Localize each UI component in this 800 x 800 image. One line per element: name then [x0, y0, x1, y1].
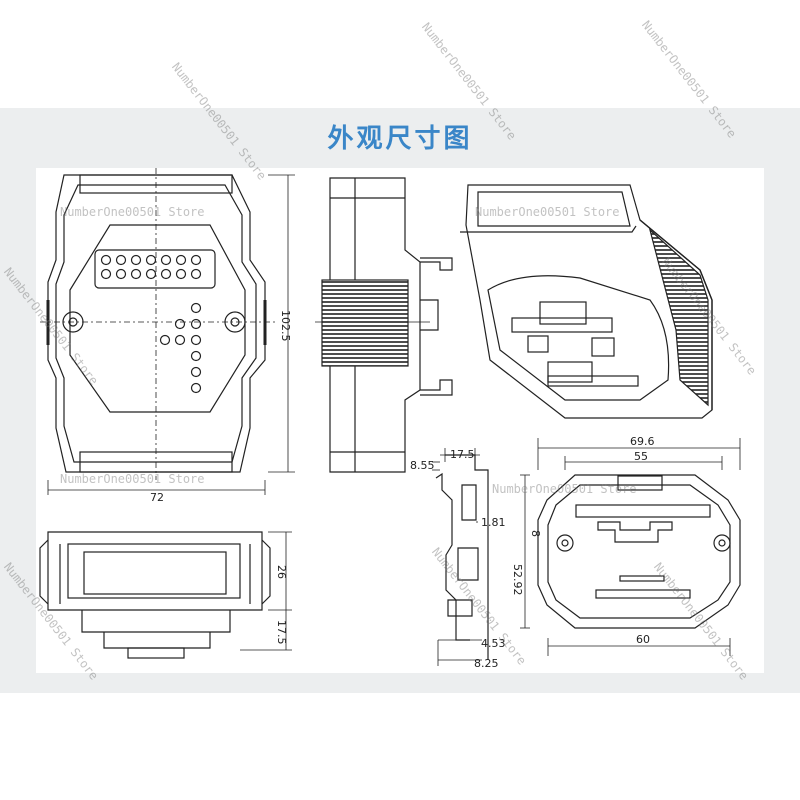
dim-rail-top: 17.5 — [450, 448, 475, 461]
rear-dimension-lines — [520, 438, 741, 656]
terminal-block — [100, 254, 202, 280]
dim-rear-height: 52.92 — [511, 564, 524, 596]
dim-rail-b2: 8.25 — [474, 657, 499, 670]
isometric-view — [460, 184, 713, 419]
dim-rear-bottom: 60 — [636, 633, 650, 646]
dim-rail-left: 8.55 — [410, 459, 435, 472]
front-view — [46, 174, 267, 473]
dim-front-height: 102.5 — [279, 310, 292, 342]
dim-rail-mid: 1.81 — [481, 516, 506, 529]
bottom-view — [39, 531, 271, 659]
watermark-text: NumberOne00501 Store — [60, 205, 205, 219]
rail-dimension-lines — [432, 448, 482, 666]
indicator-leds — [159, 302, 202, 394]
rear-view — [537, 474, 741, 629]
dim-bottom-height: 26 — [275, 565, 288, 579]
front-dimension-lines — [47, 174, 295, 495]
front-centerlines — [40, 168, 275, 480]
bottom-dimension-lines — [240, 531, 292, 651]
dim-rear-inner: 55 — [634, 450, 648, 463]
dim-front-width: 72 — [150, 491, 164, 504]
dim-bottom-rail: 17.5 — [275, 620, 288, 645]
dim-rear-overall: 69.6 — [630, 435, 655, 448]
din-rail-detail — [435, 454, 489, 660]
dim-rail-b1: 4.53 — [481, 637, 506, 650]
watermark-text: NumberOne00501 Store — [475, 205, 620, 219]
page-title: 外观尺寸图 — [327, 124, 473, 154]
side-view — [321, 177, 453, 473]
watermark-text: NumberOne00501 Store — [60, 472, 205, 486]
dim-rear-small: 8 — [529, 530, 542, 537]
watermark-text: NumberOne00501 Store — [492, 482, 637, 496]
